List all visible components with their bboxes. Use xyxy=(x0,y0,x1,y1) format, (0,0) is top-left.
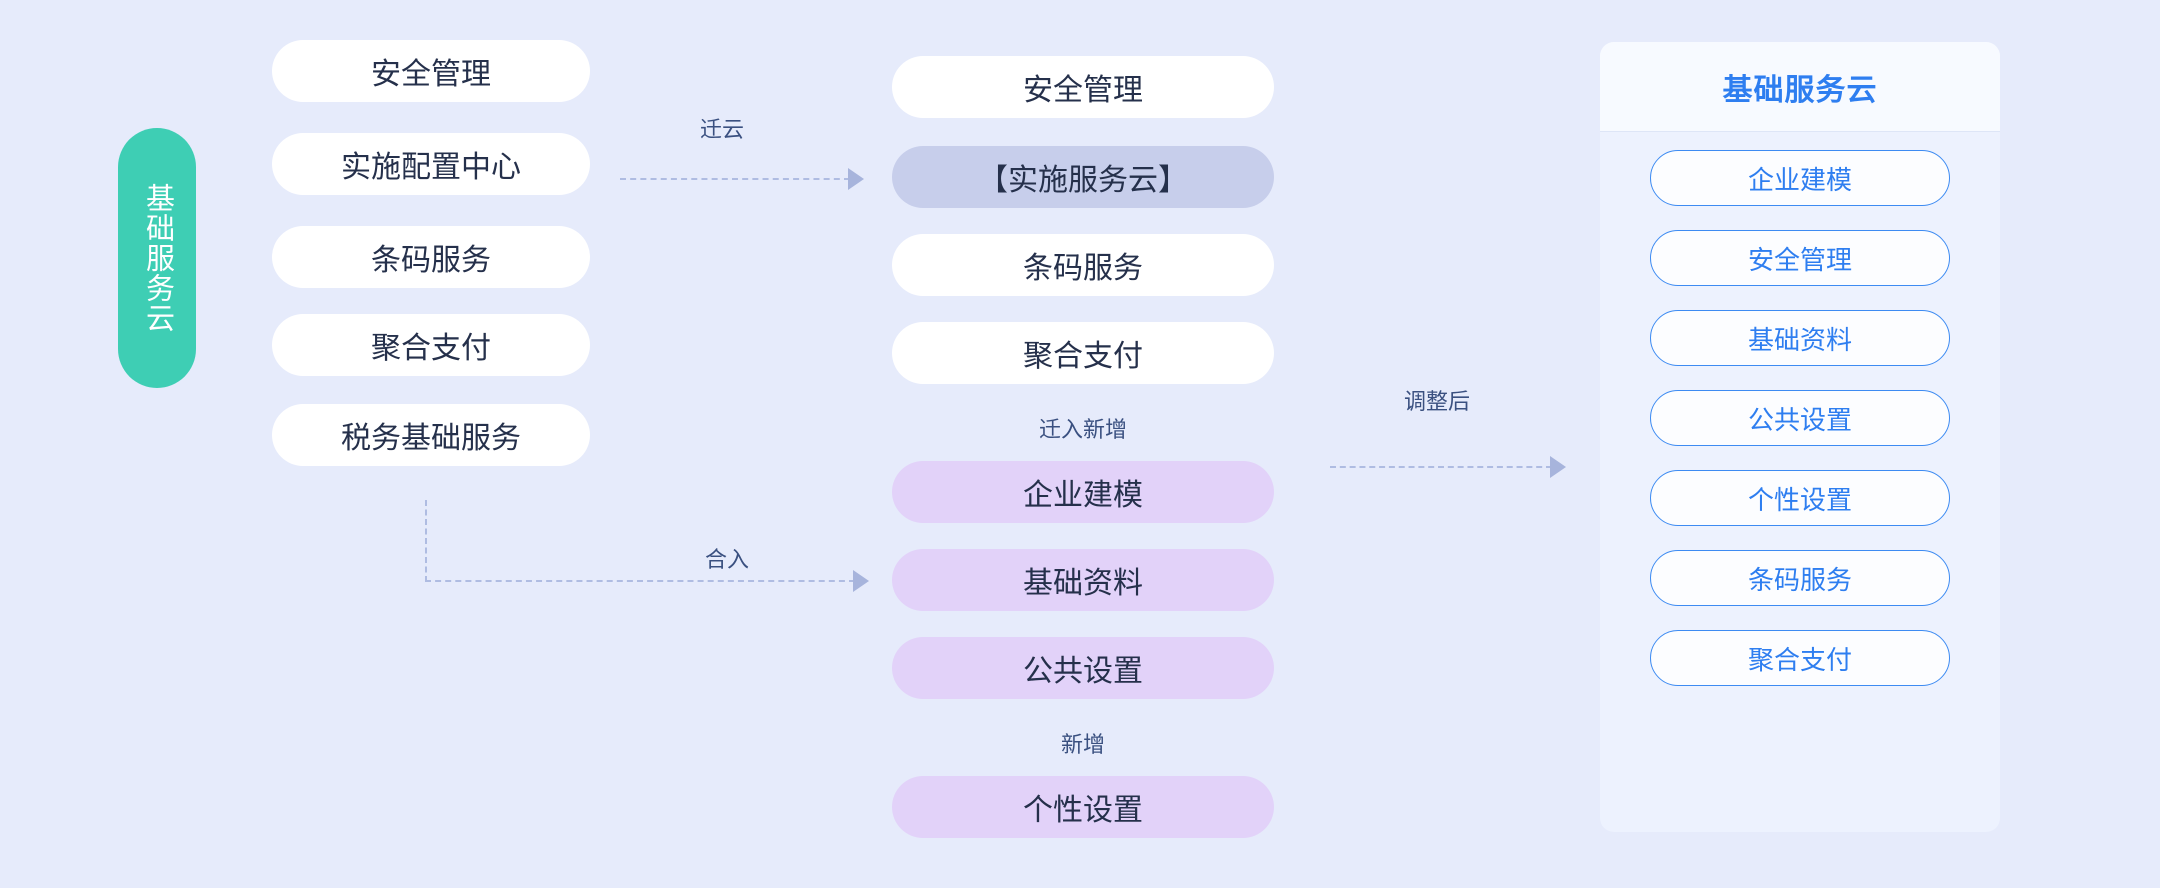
arrow-merge-in-vertical xyxy=(425,500,427,582)
middle-item-gonggongshezhi[interactable]: 公共设置 xyxy=(892,637,1274,699)
left-group-badge-label: 基础服务云 xyxy=(141,183,174,333)
left-item-tiaomafuwu[interactable]: 条码服务 xyxy=(272,226,590,288)
right-item-gexingshezhi[interactable]: 个性设置 xyxy=(1650,470,1950,526)
right-panel: 基础服务云 企业建模 安全管理 基础资料 公共设置 个性设置 条码服务 聚合支付 xyxy=(1600,42,2000,832)
left-group-badge: 基础服务云 xyxy=(118,128,196,388)
left-item-juhezhifu[interactable]: 聚合支付 xyxy=(272,314,590,376)
arrow-merge-in-label: 合入 xyxy=(705,547,750,572)
arrow-after-adjustment-head xyxy=(1550,456,1566,478)
right-item-anquanguanli[interactable]: 安全管理 xyxy=(1650,230,1950,286)
arrow-migrate-to-cloud-line xyxy=(620,178,850,180)
middle-item-gexingshezhi[interactable]: 个性设置 xyxy=(892,776,1274,838)
middle-item-juhezhifu[interactable]: 聚合支付 xyxy=(892,322,1274,384)
arrow-after-adjustment-line xyxy=(1330,466,1552,468)
middle-item-anquanguanli[interactable]: 安全管理 xyxy=(892,56,1274,118)
middle-group-label-migrated-new: 迁入新增 xyxy=(1038,417,1127,442)
arrow-merge-in-head xyxy=(853,570,869,592)
right-item-qiyejianmo[interactable]: 企业建模 xyxy=(1650,150,1950,206)
right-panel-header: 基础服务云 xyxy=(1600,42,2000,132)
middle-item-tiaomafuwu[interactable]: 条码服务 xyxy=(892,234,1274,296)
right-item-jichuziliao[interactable]: 基础资料 xyxy=(1650,310,1950,366)
right-panel-title: 基础服务云 xyxy=(1722,73,1878,107)
middle-item-shishifuwuyun[interactable]: 【实施服务云】 xyxy=(892,146,1274,208)
right-item-tiaomafuwu[interactable]: 条码服务 xyxy=(1650,550,1950,606)
middle-item-jichuziliao[interactable]: 基础资料 xyxy=(892,549,1274,611)
left-item-anquanguanli[interactable]: 安全管理 xyxy=(272,40,590,102)
right-item-juhezhifu[interactable]: 聚合支付 xyxy=(1650,630,1950,686)
left-item-shishipeizhizhongxin[interactable]: 实施配置中心 xyxy=(272,133,590,195)
arrow-migrate-to-cloud-label: 迁云 xyxy=(700,117,745,142)
right-item-gonggongshezhi[interactable]: 公共设置 xyxy=(1650,390,1950,446)
arrow-after-adjustment-label: 调整后 xyxy=(1404,389,1471,414)
middle-item-qiyejianmo[interactable]: 企业建模 xyxy=(892,461,1274,523)
middle-group-label-new: 新增 xyxy=(1060,732,1105,757)
arrow-migrate-to-cloud-head xyxy=(848,168,864,190)
left-item-shuiwujichufuwu[interactable]: 税务基础服务 xyxy=(272,404,590,466)
right-panel-list: 企业建模 安全管理 基础资料 公共设置 个性设置 条码服务 聚合支付 xyxy=(1600,150,2000,710)
arrow-merge-in-horizontal xyxy=(425,580,855,582)
